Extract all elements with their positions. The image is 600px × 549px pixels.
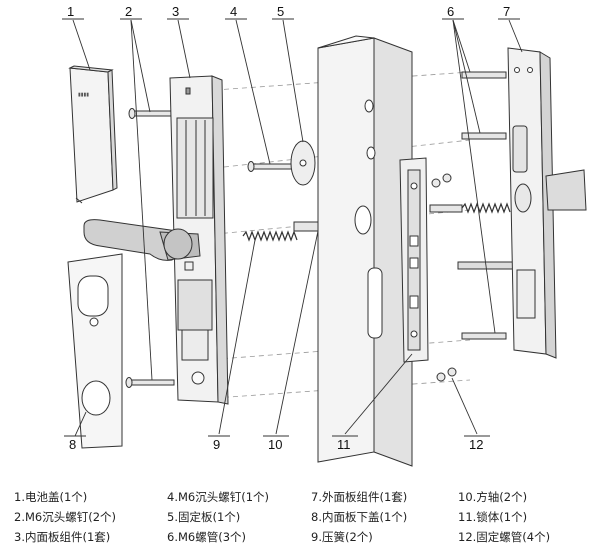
callout-5: 5 bbox=[277, 4, 284, 19]
battery-cover: ▮▮▮▮ bbox=[68, 65, 118, 204]
inner-panel-assembly bbox=[169, 75, 229, 405]
callout-9: 9 bbox=[213, 437, 220, 452]
svg-text:▮▮▮▮: ▮▮▮▮ bbox=[78, 92, 89, 98]
door-slab bbox=[317, 35, 413, 467]
outer-panel-assembly bbox=[507, 47, 587, 359]
door-handle bbox=[83, 219, 201, 271]
fixing-plate bbox=[290, 140, 316, 186]
callout-7: 7 bbox=[503, 4, 510, 19]
legend-item-3: 3.内面板组件(1套) bbox=[14, 530, 111, 544]
m6-screw-lower bbox=[125, 377, 175, 388]
callout-4: 4 bbox=[230, 4, 237, 19]
legend-item-10: 10.方轴(2个) bbox=[458, 490, 528, 504]
legend-item-5: 5.固定板(1个) bbox=[167, 510, 241, 524]
mortise-lock-body bbox=[399, 157, 429, 363]
legend-item-11: 11.锁体(1个) bbox=[458, 510, 528, 524]
callout-10: 10 bbox=[268, 437, 282, 452]
callout-11: 11 bbox=[337, 437, 351, 452]
compression-spring-inner bbox=[242, 230, 298, 242]
callout-12: 12 bbox=[469, 437, 483, 452]
callout-3: 3 bbox=[172, 4, 179, 19]
callout-1: 1 bbox=[67, 4, 74, 19]
exploded-view-diagram: ▮▮▮▮ bbox=[62, 4, 587, 467]
legend-item-1: 1.电池盖(1个) bbox=[14, 490, 88, 504]
leader-lines bbox=[72, 19, 523, 437]
callout-numbers: 1 2 3 4 5 6 7 8 9 10 11 12 bbox=[62, 4, 520, 452]
m6-screw-upper bbox=[128, 108, 176, 119]
legend-item-12: 12.固定螺管(4个) bbox=[458, 530, 551, 544]
parts-legend: 1.电池盖(1个) 2.M6沉头螺钉(2个) 3.内面板组件(1套) 4.M6沉… bbox=[0, 478, 600, 549]
m6-screw-single bbox=[247, 161, 293, 172]
legend-item-6: 6.M6螺管(3个) bbox=[167, 530, 247, 544]
m6-screw-tubes bbox=[461, 71, 507, 340]
legend-item-2: 2.M6沉头螺钉(2个) bbox=[14, 510, 117, 524]
callout-6: 6 bbox=[447, 4, 454, 19]
legend-item-7: 7.外面板组件(1套) bbox=[311, 490, 408, 504]
square-shaft-outer bbox=[429, 204, 463, 213]
callout-2: 2 bbox=[125, 4, 132, 19]
legend-item-4: 4.M6沉头螺钉(1个) bbox=[167, 490, 270, 504]
legend-item-8: 8.内面板下盖(1个) bbox=[311, 510, 408, 524]
compression-spring-outer bbox=[461, 202, 511, 214]
legend-item-9: 9.压簧(2个) bbox=[311, 530, 373, 544]
fixing-tubes bbox=[431, 173, 457, 382]
callout-8: 8 bbox=[69, 437, 76, 452]
inner-panel-lower-cover bbox=[67, 253, 123, 449]
